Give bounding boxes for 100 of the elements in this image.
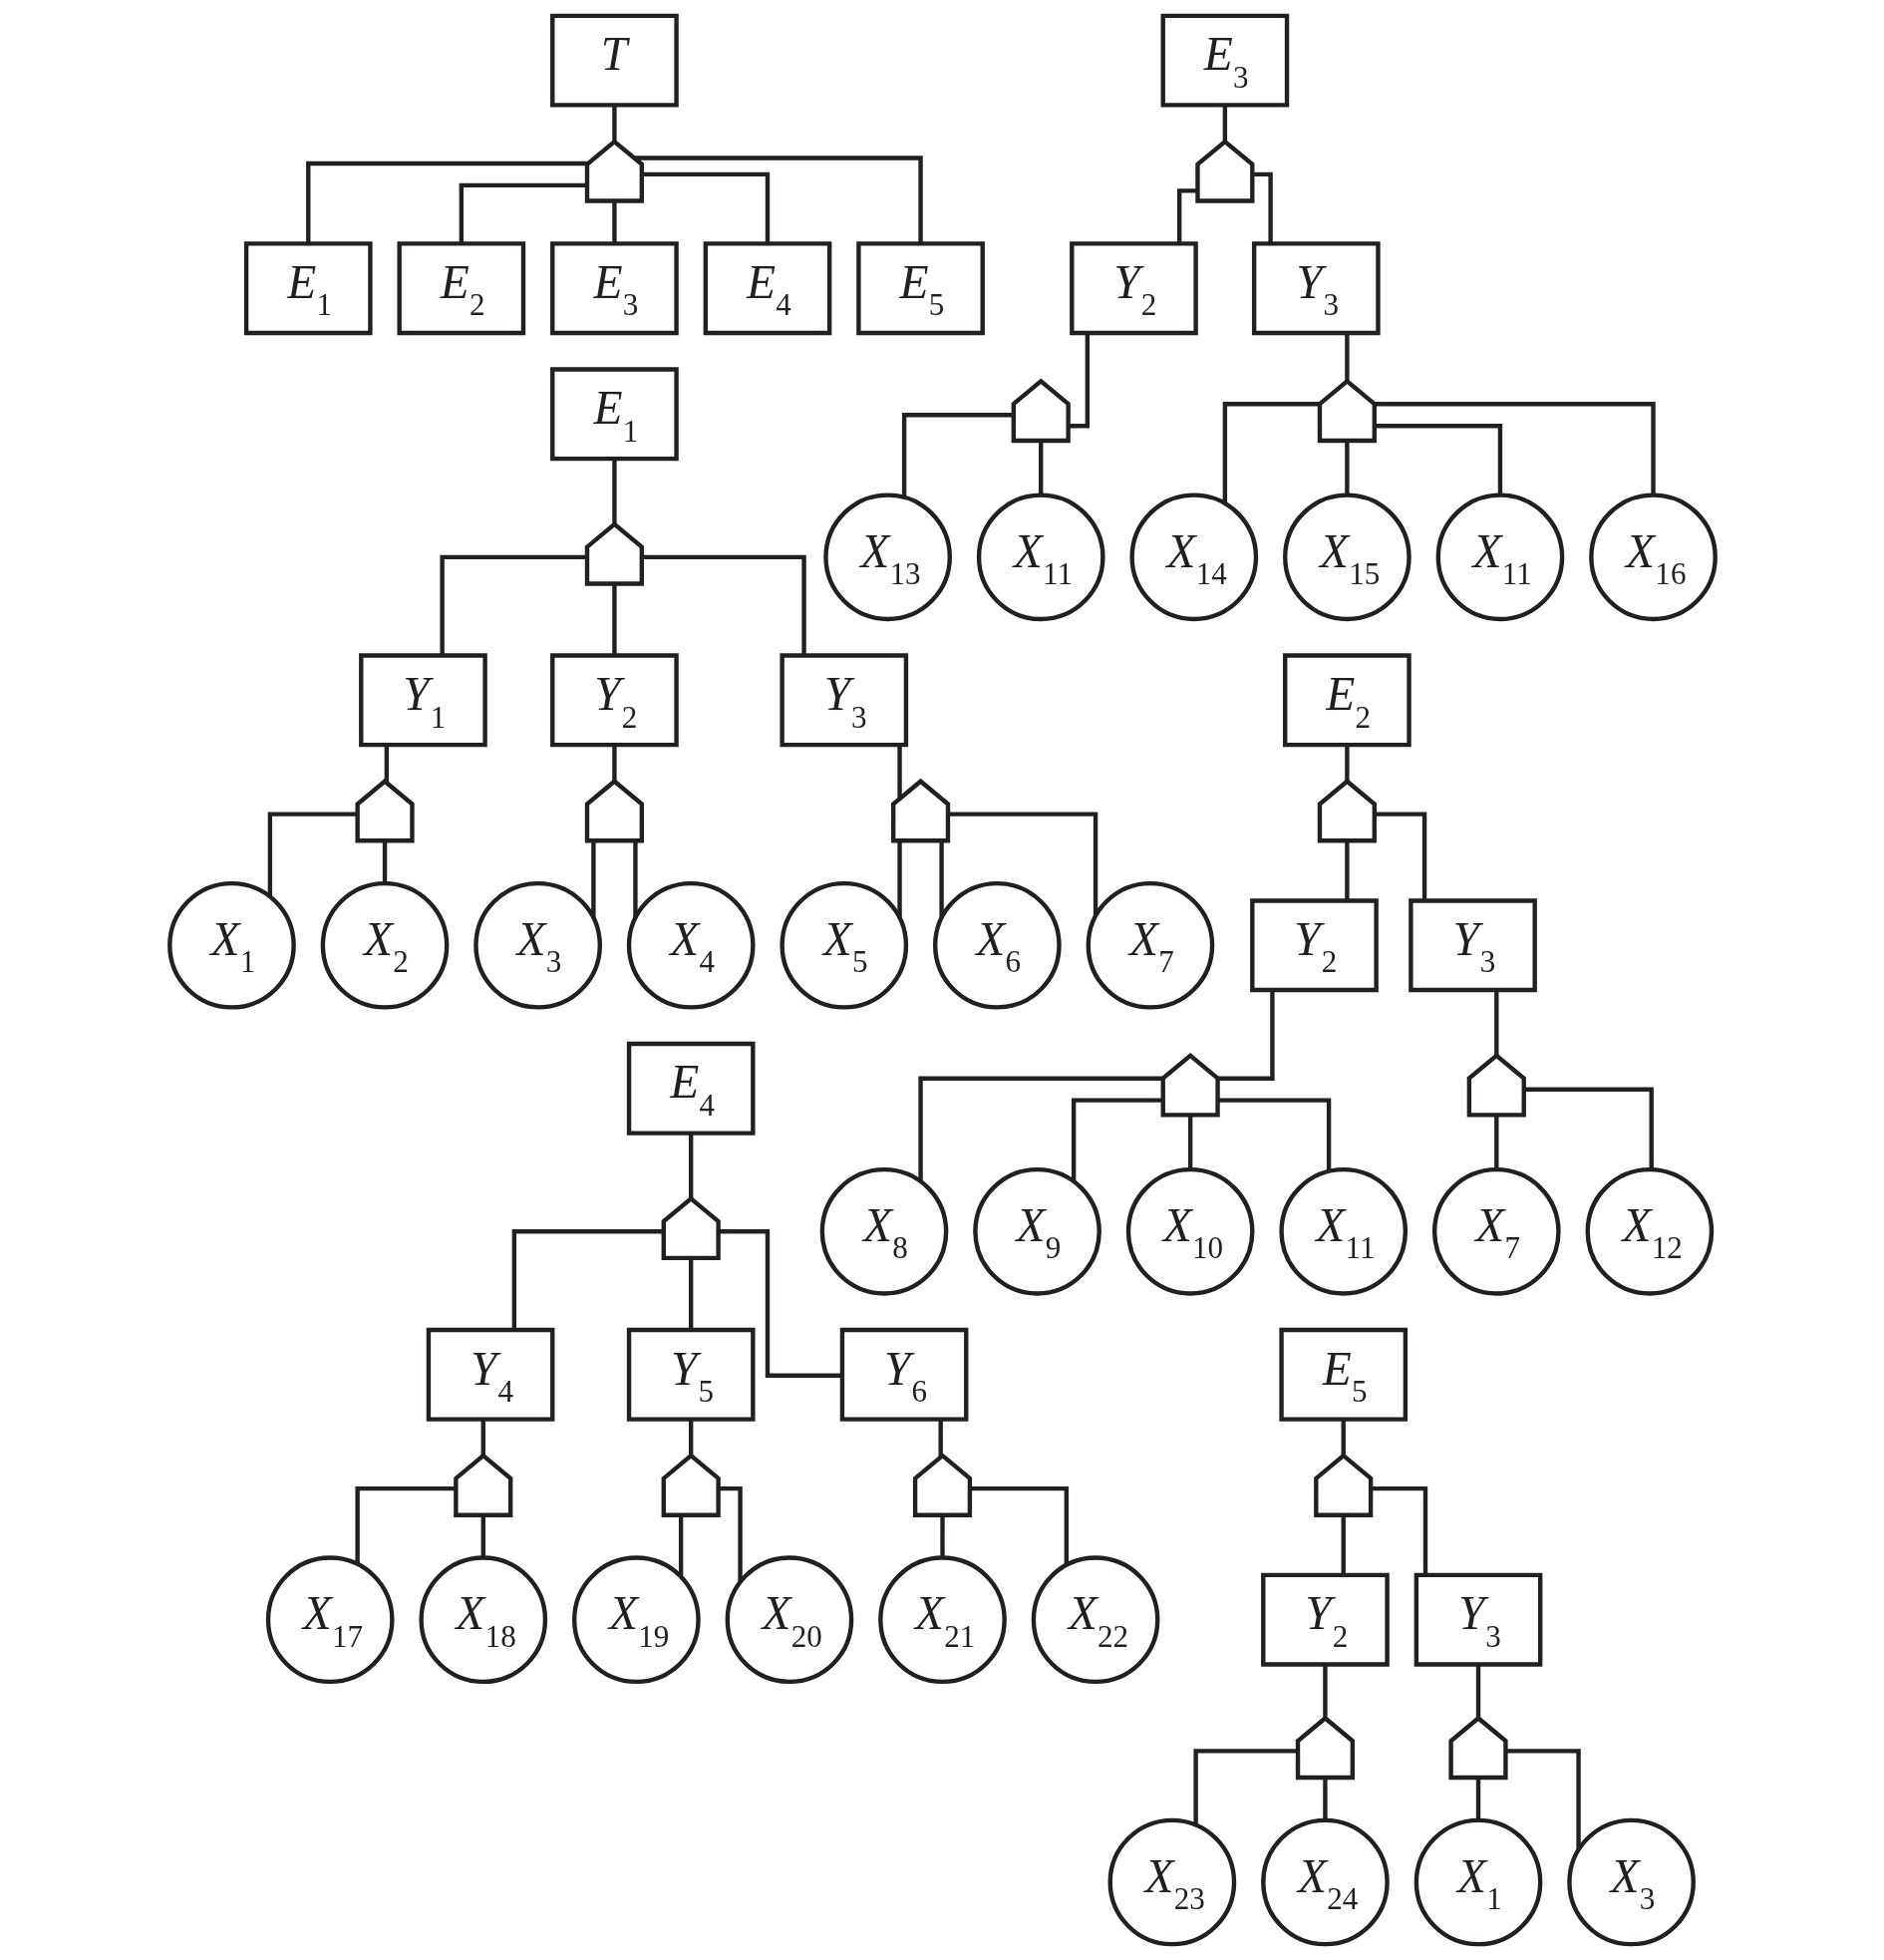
connector: [678, 1514, 683, 1577]
connector: [939, 1514, 945, 1558]
node-circle: X$_{7}$: [1086, 880, 1214, 1010]
connector: [439, 554, 587, 655]
connector: [917, 1076, 1163, 1181]
connector: [688, 1420, 693, 1456]
node-gate: [912, 1453, 972, 1517]
node-box: E$_{3}$: [549, 241, 679, 336]
connector: [1038, 441, 1043, 495]
node-box: Y$_{3}$: [1408, 898, 1537, 993]
connector: [1493, 990, 1498, 1056]
connector: [382, 840, 387, 883]
node-circle: X$_{3}$: [472, 880, 602, 1010]
node-circle: X$_{10}$: [1125, 1166, 1254, 1296]
connector: [611, 201, 617, 243]
connector: [688, 1134, 693, 1198]
connector: [1475, 1778, 1480, 1820]
node-box: Y$_{4}$: [426, 1327, 554, 1422]
connector: [947, 812, 1098, 916]
node-box: E$_{5}$: [855, 241, 985, 336]
connector: [634, 156, 923, 244]
node-circle: X$_{22}$: [1031, 1555, 1159, 1685]
connector: [1374, 402, 1656, 495]
node-gate: [661, 1453, 721, 1517]
connector: [896, 745, 902, 800]
connector: [459, 182, 587, 244]
connector: [267, 812, 357, 897]
node-circle: X$_{20}$: [725, 1555, 853, 1685]
node-box: Y$_{3}$: [779, 653, 908, 748]
node-gate: [1194, 139, 1254, 203]
node-circle: X$_{6}$: [932, 880, 1062, 1010]
connector: [1374, 812, 1426, 900]
node-box: E$_{5}$: [1278, 1327, 1408, 1422]
connector: [1341, 1514, 1346, 1575]
node-box: E$_{4}$: [703, 241, 831, 336]
node-gate: [1011, 378, 1071, 444]
node-box: Y$_{5}$: [626, 1327, 756, 1422]
node-gate: [1313, 1453, 1373, 1517]
connector: [1374, 424, 1502, 495]
connector: [1344, 840, 1350, 900]
node-circle: X$_{12}$: [1585, 1166, 1714, 1296]
node-gate: [453, 1453, 512, 1517]
connector: [896, 840, 902, 918]
connector: [938, 840, 944, 918]
connector: [1371, 1485, 1427, 1575]
node-circle: X$_{3}$: [1566, 1817, 1696, 1947]
node-box: Y$_{2}$: [1069, 241, 1198, 336]
connector: [480, 1420, 485, 1456]
connector: [718, 1229, 841, 1378]
node-box: Y$_{6}$: [839, 1327, 968, 1422]
node-circle: X$_{5}$: [779, 880, 908, 1010]
node-gate: [1447, 1715, 1508, 1781]
node-circle: X$_{18}$: [418, 1555, 547, 1685]
connector: [1523, 1087, 1654, 1169]
connector: [611, 745, 617, 782]
node-circle: X$_{11}$: [1278, 1166, 1408, 1296]
connector: [1222, 105, 1227, 142]
node-gate: [890, 778, 950, 843]
connector: [1222, 402, 1320, 503]
connector: [688, 1258, 693, 1330]
node-circle: X$_{21}$: [877, 1555, 1007, 1685]
node-box: Y$_{1}$: [358, 653, 487, 748]
node-circle: X$_{24}$: [1260, 1817, 1390, 1947]
connector: [641, 171, 770, 243]
connector: [511, 1229, 663, 1330]
node-gate: [584, 521, 644, 586]
node-circle: X$_{8}$: [819, 1166, 948, 1296]
connector: [632, 840, 638, 918]
node-box: E$_{2}$: [397, 241, 525, 336]
connector: [1322, 1778, 1328, 1820]
node-gate: [1317, 378, 1377, 444]
node-box: Y$_{2}$: [549, 653, 679, 748]
node-circle: X$_{17}$: [265, 1555, 395, 1685]
node-circle: X$_{19}$: [571, 1555, 701, 1685]
connector: [1322, 1665, 1328, 1719]
connector: [1344, 745, 1350, 782]
connector: [1187, 1115, 1192, 1169]
connector: [1475, 1665, 1480, 1719]
node-box: E$_{1}$: [549, 367, 679, 462]
connector: [611, 105, 617, 142]
node-circle: X$_{13}$: [822, 492, 952, 622]
node-circle: X$_{15}$: [1282, 492, 1412, 622]
node-circle: X$_{9}$: [972, 1166, 1101, 1296]
node-gate: [584, 778, 644, 843]
node-circle: X$_{14}$: [1128, 492, 1258, 622]
connector: [937, 1420, 943, 1458]
node-box: T: [549, 13, 679, 108]
connector: [1493, 1115, 1498, 1169]
connector: [1341, 1420, 1346, 1456]
connector: [1344, 333, 1350, 382]
node-circle: X$_{11}$: [976, 492, 1105, 622]
connector: [1068, 333, 1090, 429]
connector: [1192, 1749, 1298, 1824]
connector: [611, 459, 617, 524]
connector: [1176, 188, 1197, 244]
connector: [1252, 171, 1273, 243]
node-gate: [1295, 1715, 1355, 1781]
connector: [969, 1485, 1069, 1565]
node-circle: X$_{7}$: [1431, 1166, 1561, 1296]
node-circle: X$_{2}$: [320, 880, 449, 1010]
